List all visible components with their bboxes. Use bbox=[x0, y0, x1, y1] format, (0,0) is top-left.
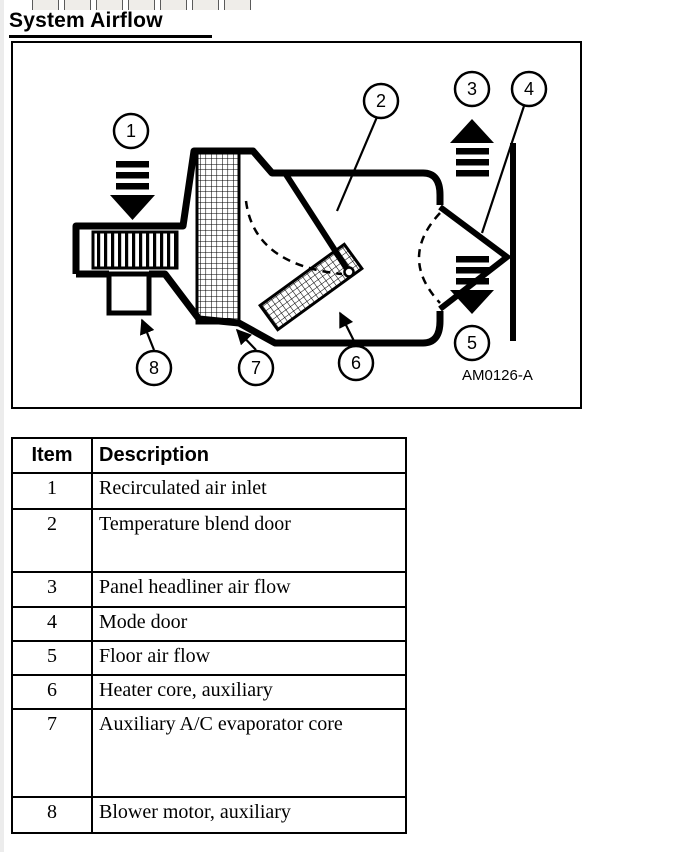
table-row: 2 Temperature blend door bbox=[11, 508, 407, 573]
description-cell: Blower motor, auxiliary bbox=[91, 796, 407, 834]
svg-text:8: 8 bbox=[149, 358, 159, 378]
item-cell: 1 bbox=[11, 472, 93, 510]
airflow-arrow-down-floor-icon bbox=[450, 256, 494, 314]
table-row: 8 Blower motor, auxiliary bbox=[11, 796, 407, 834]
recirculated-air-inlet bbox=[91, 230, 179, 270]
figure-code-label: AM0126-A bbox=[462, 367, 533, 384]
item-cell: 6 bbox=[11, 674, 93, 710]
description-cell: Panel headliner air flow bbox=[91, 571, 407, 608]
evaporator-core bbox=[195, 149, 241, 325]
system-airflow-diagram: 1 2 3 4 5 6 7 bbox=[72, 70, 548, 387]
toolbar-button-stub[interactable] bbox=[64, 0, 91, 10]
page-title: System Airflow bbox=[9, 9, 212, 38]
svg-text:4: 4 bbox=[524, 79, 534, 99]
temperature-blend-door bbox=[282, 171, 350, 271]
callout-2: 2 bbox=[362, 82, 400, 120]
svg-text:5: 5 bbox=[467, 333, 477, 353]
table-row: 1 Recirculated air inlet bbox=[11, 472, 407, 510]
toolbar-button-stub[interactable] bbox=[32, 0, 59, 10]
item-cell: 4 bbox=[11, 606, 93, 642]
svg-text:3: 3 bbox=[467, 79, 477, 99]
callout-8: 8 bbox=[135, 349, 173, 387]
legend-table-container: Item Description 1 Recirculated air inle… bbox=[11, 437, 407, 834]
callout-5: 5 bbox=[453, 324, 491, 362]
heater-core bbox=[258, 242, 364, 332]
table-row: 3 Panel headliner air flow bbox=[11, 571, 407, 608]
description-cell: Temperature blend door bbox=[91, 508, 407, 573]
table-row: 4 Mode door bbox=[11, 606, 407, 642]
callout-leaders bbox=[139, 105, 526, 351]
callout-1: 1 bbox=[112, 112, 150, 150]
description-column-header: Description bbox=[91, 437, 407, 474]
toolbar-button-stub[interactable] bbox=[96, 0, 123, 10]
toolbar-button-stub[interactable] bbox=[224, 0, 251, 10]
table-row: 7 Auxiliary A/C evaporator core bbox=[11, 708, 407, 798]
svg-text:2: 2 bbox=[376, 91, 386, 111]
description-cell: Heater core, auxiliary bbox=[91, 674, 407, 710]
airflow-arrow-down-inlet-icon bbox=[110, 161, 155, 220]
blend-door-swing-arc bbox=[244, 200, 343, 276]
callout-4: 4 bbox=[510, 70, 548, 108]
toolbar-button-stub[interactable] bbox=[128, 0, 155, 10]
svg-text:6: 6 bbox=[351, 353, 361, 373]
blend-door-pivot bbox=[343, 266, 355, 278]
svg-text:1: 1 bbox=[126, 121, 136, 141]
item-cell: 7 bbox=[11, 708, 93, 798]
clipped-toolbar bbox=[4, 0, 689, 10]
callout-7: 7 bbox=[237, 349, 275, 387]
table-row: 5 Floor air flow bbox=[11, 640, 407, 676]
description-cell: Mode door bbox=[91, 606, 407, 642]
callout-3: 3 bbox=[453, 70, 491, 108]
airflow-arrow-up-panel-icon bbox=[450, 119, 494, 177]
item-cell: 8 bbox=[11, 796, 93, 834]
item-cell: 2 bbox=[11, 508, 93, 573]
description-cell: Auxiliary A/C evaporator core bbox=[91, 708, 407, 798]
table-row: 6 Heater core, auxiliary bbox=[11, 674, 407, 710]
item-cell: 3 bbox=[11, 571, 93, 608]
toolbar-button-stub[interactable] bbox=[160, 0, 187, 10]
item-column-header: Item bbox=[11, 437, 93, 474]
table-header-row: Item Description bbox=[11, 437, 407, 474]
svg-text:7: 7 bbox=[251, 358, 261, 378]
description-cell: Recirculated air inlet bbox=[91, 472, 407, 510]
airflow-figure: 1 2 3 4 5 6 7 bbox=[11, 41, 582, 409]
item-cell: 5 bbox=[11, 640, 93, 676]
description-cell: Floor air flow bbox=[91, 640, 407, 676]
callout-6: 6 bbox=[337, 344, 375, 382]
legend-table: Item Description 1 Recirculated air inle… bbox=[11, 437, 407, 834]
blower-motor bbox=[106, 271, 152, 316]
toolbar-button-stub[interactable] bbox=[192, 0, 219, 10]
mode-door-swing-arc bbox=[417, 212, 441, 304]
